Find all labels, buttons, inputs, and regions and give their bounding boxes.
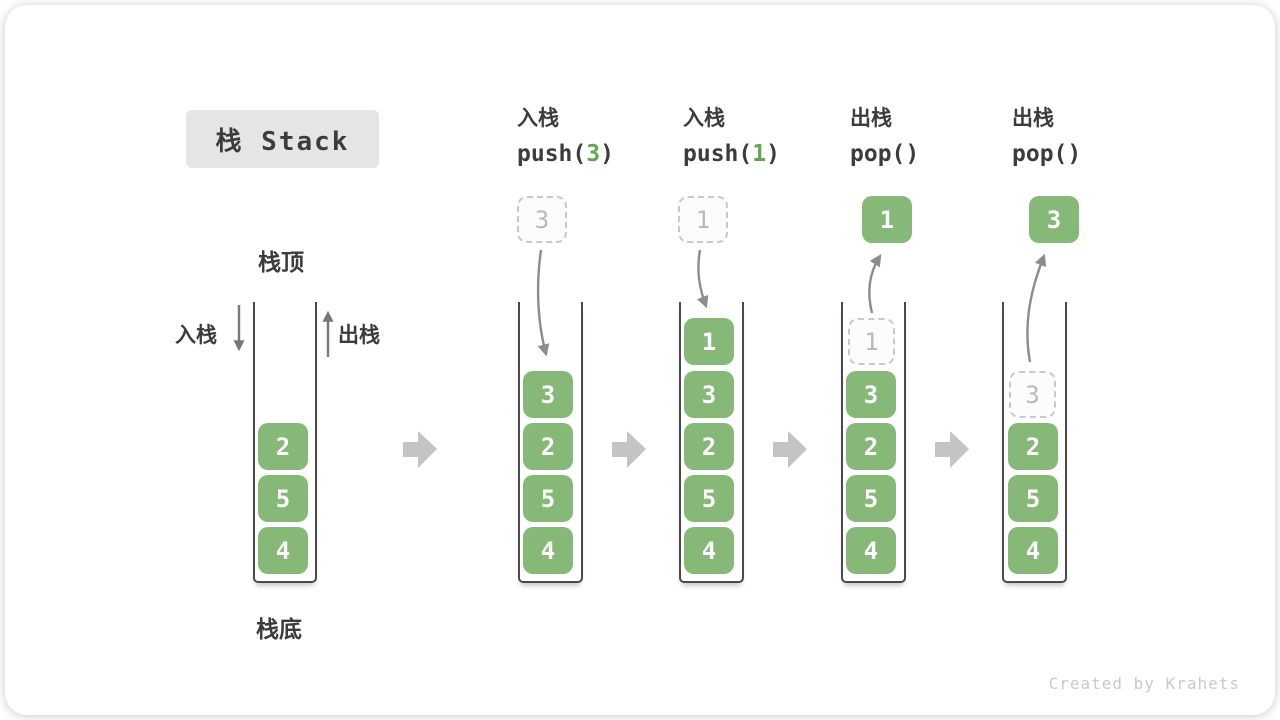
op-name: 出栈 (1012, 107, 1054, 130)
next-step-arrow-icon (935, 431, 969, 468)
next-step-arrow-icon (403, 431, 437, 468)
stack-cell: 2 (523, 423, 573, 470)
op-code: pop() (1012, 141, 1081, 168)
op-name: 出栈 (850, 107, 892, 130)
stack-cell: 2 (1008, 423, 1058, 470)
op-header-pop-1: 出栈 pop() (850, 106, 919, 168)
code-open: pop( (850, 141, 906, 167)
stack-cell: 5 (523, 475, 573, 522)
op-code: pop() (850, 141, 919, 168)
op-name: 入栈 (517, 107, 559, 130)
popped-value-box: 1 (862, 196, 912, 243)
op-header-push-1: 入栈 push(1) (683, 106, 780, 168)
title-badge: 栈 Stack (186, 110, 379, 168)
incoming-value-box: 1 (678, 196, 728, 243)
stack-cell: 3 (523, 371, 573, 418)
popped-value-box: 3 (1029, 196, 1079, 243)
code-close: ) (905, 141, 920, 167)
watermark: Created by Krahets (1048, 674, 1240, 693)
op-code: push(3) (517, 141, 614, 168)
stack-cell: 5 (846, 475, 896, 522)
stack-cell: 2 (846, 423, 896, 470)
stack-cell: 5 (1008, 475, 1058, 522)
stack-cell: 4 (258, 527, 308, 574)
title-text: 栈 Stack (215, 126, 350, 157)
code-open: push( (683, 141, 753, 167)
stack-cell: 5 (684, 475, 734, 522)
code-open: push( (517, 141, 587, 167)
stack-cell: 2 (258, 423, 308, 470)
code-close: ) (766, 141, 780, 167)
stack-cell: 4 (523, 527, 573, 574)
push-side-label: 入栈 (175, 324, 217, 347)
code-open: pop( (1012, 141, 1068, 167)
pop-side-label: 出栈 (338, 324, 380, 347)
code-arg: 1 (752, 141, 767, 167)
stack-cell: 3 (684, 371, 734, 418)
stack-bottom-label: 栈底 (256, 616, 302, 642)
stack-cell: 3 (846, 371, 896, 418)
stack-cell: 2 (684, 423, 734, 470)
op-code: push(1) (683, 141, 780, 168)
stack-cell: 5 (258, 475, 308, 522)
code-close: ) (1067, 141, 1082, 167)
op-header-pop-2: 出栈 pop() (1012, 106, 1081, 168)
next-step-arrow-icon (612, 431, 646, 468)
ghost-cell: 1 (848, 318, 895, 365)
stack-cell: 4 (1008, 527, 1058, 574)
stack-cell: 4 (846, 527, 896, 574)
next-step-arrow-icon (773, 431, 807, 468)
stack-cell: 4 (684, 527, 734, 574)
push-curve-arrow (697, 249, 709, 309)
code-arg: 3 (586, 141, 601, 167)
stack-top-label: 栈顶 (258, 249, 304, 275)
op-header-push-3: 入栈 push(3) (517, 106, 614, 168)
op-name: 入栈 (683, 107, 725, 130)
code-close: ) (600, 141, 614, 167)
incoming-value-box: 3 (517, 196, 567, 243)
ghost-cell: 3 (1009, 371, 1056, 418)
stack-cell: 1 (684, 318, 734, 365)
